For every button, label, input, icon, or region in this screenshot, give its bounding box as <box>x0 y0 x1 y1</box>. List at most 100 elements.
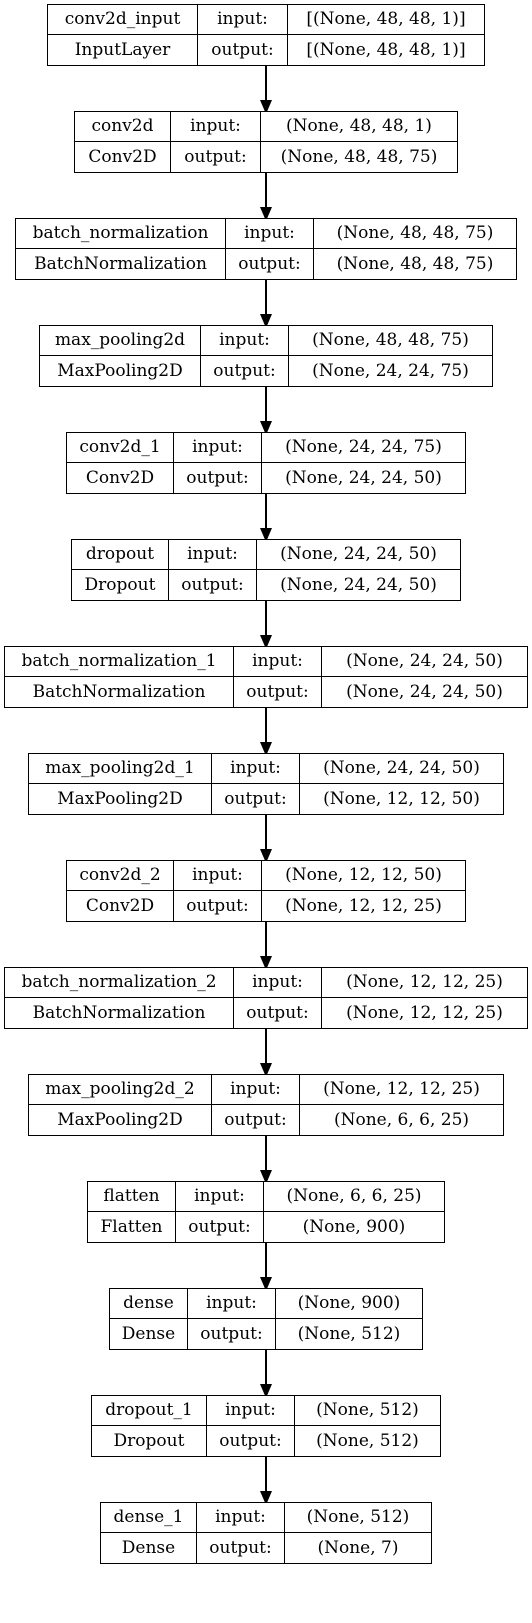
input-shape: (None, 6, 6, 25) <box>264 1182 444 1212</box>
input-label: input: <box>207 1396 295 1426</box>
input-shape: (None, 12, 12, 25) <box>300 1075 503 1105</box>
layer-type: BatchNormalization <box>16 249 226 279</box>
layer-name: conv2d <box>75 112 171 142</box>
arrow-down-icon <box>260 849 272 863</box>
layer-name: max_pooling2d_1 <box>29 754 212 784</box>
input-label: input: <box>174 433 262 463</box>
layer-node: batch_normalization_2 input: (None, 12, … <box>4 967 528 1029</box>
output-shape: (None, 6, 6, 25) <box>333 1109 470 1130</box>
input-label: input: <box>234 968 322 998</box>
layer-node: conv2d_1 input: (None, 24, 24, 75) Conv2… <box>66 432 466 494</box>
layer-type: MaxPooling2D <box>29 1105 212 1135</box>
output-label: output: <box>234 998 322 1028</box>
input-shape: (None, 512) <box>285 1503 431 1533</box>
layer-type: BatchNormalization <box>5 998 234 1028</box>
output-shape: (None, 24, 24, 50) <box>280 574 437 595</box>
output-shape: (None, 24, 24, 50) <box>346 681 503 702</box>
layer-node: dense input: (None, 900) Dense output: (… <box>109 1288 423 1350</box>
layer-name: dense <box>110 1289 188 1319</box>
layer-node: max_pooling2d input: (None, 48, 48, 75) … <box>39 325 493 387</box>
layer-type: MaxPooling2D <box>40 356 201 386</box>
layer-name: max_pooling2d_2 <box>29 1075 212 1105</box>
layer-name: batch_normalization_2 <box>5 968 234 998</box>
input-label: input: <box>201 326 289 356</box>
arrow-down-icon <box>260 1170 272 1184</box>
output-shape: (None, 512) <box>316 1430 419 1451</box>
layer-type: Conv2D <box>67 463 174 493</box>
layer-name: batch_normalization <box>16 219 226 249</box>
input-label: input: <box>174 861 262 891</box>
layer-node: flatten input: (None, 6, 6, 25) Flatten … <box>87 1181 445 1243</box>
connector-line <box>265 1243 267 1279</box>
input-label: input: <box>212 1075 300 1105</box>
layer-name: conv2d_input <box>48 5 198 35</box>
output-shape: (None, 12, 12, 50) <box>323 788 480 809</box>
connector-line <box>265 1136 267 1172</box>
output-label: output: <box>169 570 257 600</box>
connector-line <box>265 922 267 958</box>
output-label: output: <box>171 142 261 172</box>
input-label: input: <box>176 1182 264 1212</box>
input-shape: (None, 24, 24, 50) <box>257 540 460 570</box>
connector-line <box>265 708 267 744</box>
arrow-down-icon <box>260 1384 272 1398</box>
connector-line <box>265 1457 267 1493</box>
output-label: output: <box>198 35 288 65</box>
output-label: output: <box>212 1105 300 1135</box>
input-label: input: <box>212 754 300 784</box>
output-shape: (None, 12, 12, 25) <box>285 895 442 916</box>
output-shape: (None, 7) <box>317 1537 399 1558</box>
output-label: output: <box>234 677 322 707</box>
arrow-down-icon <box>260 421 272 435</box>
layer-name: dropout <box>72 540 169 570</box>
connector-line <box>265 173 267 209</box>
layer-type: Conv2D <box>75 142 171 172</box>
input-label: input: <box>169 540 257 570</box>
input-label: input: <box>226 219 314 249</box>
arrow-down-icon <box>260 207 272 221</box>
layer-name: dropout_1 <box>92 1396 207 1426</box>
connector-line <box>265 494 267 530</box>
connector-line <box>265 387 267 423</box>
layer-name: conv2d_1 <box>67 433 174 463</box>
connector-line <box>265 66 267 102</box>
connector-line <box>265 601 267 637</box>
layer-node: conv2d_input input: [(None, 48, 48, 1)] … <box>47 4 485 66</box>
arrow-down-icon <box>260 1063 272 1077</box>
input-shape: (None, 24, 24, 75) <box>262 433 465 463</box>
arrow-down-icon <box>260 956 272 970</box>
input-label: input: <box>198 5 288 35</box>
layer-type: Dropout <box>72 570 169 600</box>
layer-node: conv2d input: (None, 48, 48, 1) Conv2D o… <box>74 111 458 173</box>
layer-type: InputLayer <box>48 35 198 65</box>
output-label: output: <box>176 1212 264 1242</box>
output-shape: (None, 12, 12, 25) <box>346 1002 503 1023</box>
input-shape: (None, 12, 12, 50) <box>262 861 465 891</box>
layer-node: conv2d_2 input: (None, 12, 12, 50) Conv2… <box>66 860 466 922</box>
output-label: output: <box>188 1319 276 1349</box>
arrow-down-icon <box>260 100 272 114</box>
input-shape: (None, 48, 48, 1) <box>261 112 457 142</box>
input-label: input: <box>188 1289 276 1319</box>
layer-type: BatchNormalization <box>5 677 234 707</box>
output-label: output: <box>212 784 300 814</box>
output-shape: (None, 24, 24, 50) <box>285 467 442 488</box>
output-label: output: <box>197 1533 285 1563</box>
output-label: output: <box>207 1426 295 1456</box>
layer-node: max_pooling2d_2 input: (None, 12, 12, 25… <box>28 1074 504 1136</box>
output-label: output: <box>174 463 262 493</box>
input-shape: (None, 12, 12, 25) <box>322 968 527 998</box>
output-shape: (None, 48, 48, 75) <box>280 146 438 167</box>
layer-type: Dense <box>110 1319 188 1349</box>
arrow-down-icon <box>260 1277 272 1291</box>
layer-type: Dense <box>101 1533 197 1563</box>
connector-line <box>265 815 267 851</box>
input-shape: [(None, 48, 48, 1)] <box>288 5 484 35</box>
input-shape: (None, 24, 24, 50) <box>300 754 503 784</box>
output-label: output: <box>201 356 289 386</box>
layer-name: dense_1 <box>101 1503 197 1533</box>
input-shape: (None, 512) <box>295 1396 440 1426</box>
layer-node: batch_normalization_1 input: (None, 24, … <box>4 646 528 708</box>
layer-node: dropout input: (None, 24, 24, 50) Dropou… <box>71 539 461 601</box>
arrow-down-icon <box>260 528 272 542</box>
